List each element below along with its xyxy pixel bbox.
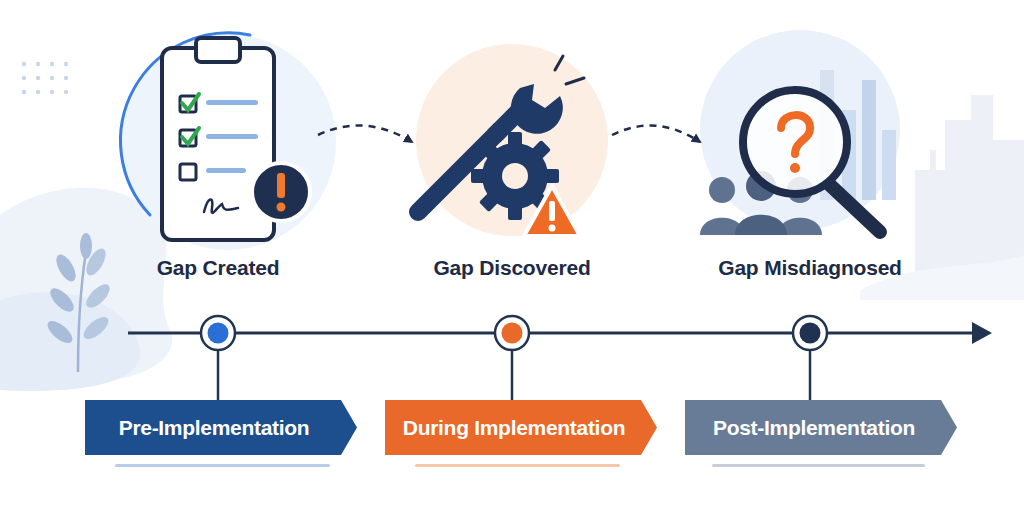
decor-shape (206, 168, 246, 173)
decor-shape (549, 225, 556, 232)
decor-shape (700, 30, 900, 230)
decor-shape (64, 62, 68, 66)
decor-shape (524, 186, 580, 236)
decor-shape (196, 38, 240, 62)
banner-fill (85, 400, 357, 455)
decor-shape (208, 323, 229, 344)
decor-shape (915, 170, 945, 280)
decor-shape (809, 350, 812, 400)
decor-shape (22, 62, 26, 66)
decor-shape (416, 44, 608, 236)
wrench-gear-icon (416, 44, 608, 236)
decor-shape (78, 252, 86, 372)
phase-label: Post-Implementation (713, 416, 915, 440)
decor-shape (415, 464, 620, 467)
decor-shape (64, 76, 68, 80)
decor-shape (22, 90, 26, 94)
decor-shape (495, 316, 529, 350)
underlines (115, 464, 925, 467)
stage-node: Gap Misdiagnosed (700, 40, 920, 280)
decor-shape (82, 280, 113, 311)
decor-shape (115, 464, 330, 467)
phase-banner: Pre-Implementation (85, 400, 357, 455)
phase-banner: Post-Implementation (685, 400, 957, 455)
decor-shape (712, 464, 925, 467)
decor-shape (52, 252, 79, 285)
decor-shape (252, 163, 310, 221)
decor-shape (277, 173, 285, 198)
banner-fill (385, 400, 657, 455)
decor-shape (793, 316, 827, 350)
stage-node: Gap Discovered (412, 40, 612, 280)
decor-shape (502, 323, 523, 344)
decor-shape (128, 332, 978, 335)
decor-shape (555, 56, 584, 84)
decor-shape (204, 199, 238, 212)
decor-shape (930, 150, 936, 170)
decor-shape (22, 62, 68, 94)
decor-shape (64, 90, 68, 94)
decor-shape (882, 130, 896, 200)
decor-shape (44, 317, 76, 347)
decor-shape (709, 177, 735, 203)
decor-shape (182, 94, 199, 110)
decor-shape (201, 316, 235, 350)
decor-shape (217, 350, 220, 400)
decor-shape (735, 215, 787, 235)
decor-shape (36, 90, 40, 94)
decor-shape (482, 143, 548, 209)
decor-shape (22, 76, 26, 80)
decor-shape (80, 233, 92, 259)
banner-fill (685, 400, 957, 455)
decor-shape (206, 100, 258, 105)
decor-shape (511, 350, 514, 400)
decor-shape (50, 90, 54, 94)
decor-shape (206, 134, 258, 139)
phase-label: Pre-Implementation (119, 416, 310, 440)
decor-shape (182, 128, 199, 144)
dashed-arrow (318, 126, 412, 142)
plant (44, 233, 114, 372)
stage-label: Gap Discovered (433, 256, 590, 280)
decor-shape (46, 284, 77, 315)
decor-shape (277, 203, 286, 212)
decor-shape (511, 84, 563, 134)
decor-shape (945, 120, 971, 280)
phase-label: During Implementation (403, 416, 625, 440)
decor-shape (972, 322, 992, 344)
decor-shape (180, 164, 196, 180)
decor-shape (971, 95, 993, 280)
stage-node: Gap Created (118, 40, 318, 280)
stage-label: Gap Misdiagnosed (718, 256, 902, 280)
decor-shape (50, 62, 54, 66)
decor-shape (502, 163, 528, 189)
decor-shape (743, 90, 847, 194)
timeline (128, 316, 992, 400)
decor-shape (549, 201, 555, 221)
magnifier-icon (700, 30, 900, 235)
decor-shape (36, 76, 40, 80)
decor-shape (80, 313, 112, 343)
dashed-arrow (612, 126, 700, 142)
decor-shape (120, 34, 336, 250)
decor-shape (50, 76, 54, 80)
decor-shape (36, 62, 40, 66)
clipboard-icon (120, 33, 336, 250)
decor-shape (790, 163, 800, 173)
stage-label: Gap Created (157, 256, 280, 280)
skyline (915, 95, 1024, 280)
phase-banner: During Implementation (385, 400, 657, 455)
decor-shape (862, 80, 876, 200)
decor-shape (781, 115, 810, 154)
decor-shape (800, 323, 821, 344)
decor-shape (830, 185, 880, 232)
